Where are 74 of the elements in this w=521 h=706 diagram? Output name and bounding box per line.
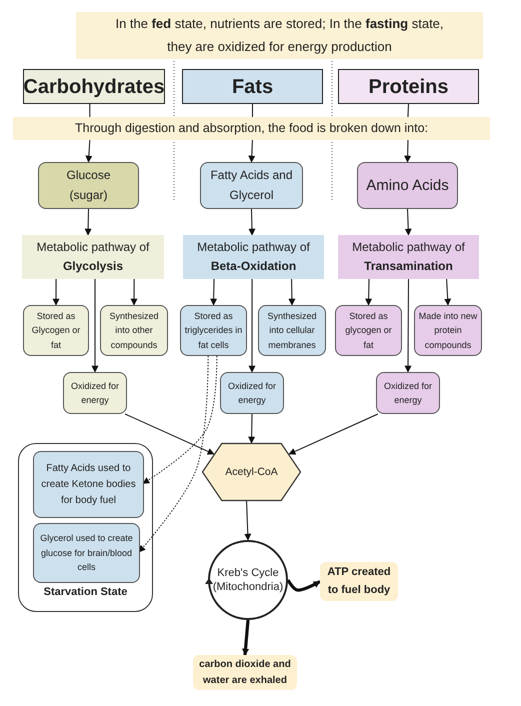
nutrient-box: [38, 162, 139, 209]
arrow: [130, 278, 138, 306]
banner-text: In the fed state, nutrients are stored; In the fasting state, they are oxidized for energy production: [114, 14, 445, 56]
result-box: [320, 562, 398, 601]
arrow: [244, 500, 252, 541]
category-box: [23, 69, 165, 104]
box-label: Stored as Glycogen or fat: [30, 310, 82, 352]
nutrient-box: [200, 162, 303, 209]
category-box: [182, 69, 323, 104]
arrow: [248, 278, 256, 373]
box-label: Fatty Acids used to create Ketone bodies for body fuel: [40, 462, 137, 508]
arrow: [365, 278, 372, 306]
oxidation-box: [220, 372, 284, 414]
category-title: Carbohydrates: [22, 76, 166, 98]
group-label: Starvation State: [42, 586, 128, 599]
outcome-box: [258, 305, 326, 356]
box-label: Metabolic pathway of Beta-Oxidation: [196, 238, 311, 275]
arrow: [288, 414, 378, 455]
arrow: [404, 140, 412, 163]
box-label: Oxidized for energy: [382, 380, 434, 407]
arrow: [85, 140, 92, 163]
box-label: Stored as triglycerides in fat cells: [184, 310, 244, 352]
outcome-box: [335, 305, 402, 356]
arrow: [404, 208, 412, 236]
dotted-arrow: [142, 356, 218, 484]
starvation-state-group: [18, 443, 153, 612]
glycerol-box: [33, 523, 140, 583]
acetyl-coa-hexagon: [202, 443, 301, 501]
box-label: Glycerol used to create glucose for brain/blood cells: [39, 532, 134, 574]
category-title: Fats: [230, 76, 274, 98]
oxidation-box: [63, 372, 127, 414]
pathway-box: [22, 235, 164, 279]
box-label: Oxidized for energy: [70, 380, 120, 407]
box-label: Acetyl-CoA: [224, 466, 279, 478]
box-label: Metabolic pathway of Glycolysis: [36, 238, 150, 275]
arrow: [242, 620, 250, 656]
krebs-cycle-circle: [208, 540, 288, 620]
arrow: [210, 278, 218, 306]
box-label: Oxidized for energy: [226, 380, 278, 407]
box-label: Made into new protein compounds: [418, 310, 478, 352]
outcome-box: [100, 305, 168, 356]
dotted-arrow: [138, 356, 209, 553]
arrow: [444, 278, 452, 306]
pathway-box: [338, 235, 479, 279]
box-label: Fatty Acids and Glycerol: [209, 167, 294, 204]
outcome-box: [23, 305, 89, 356]
arrow: [92, 278, 98, 373]
box-label: Synthesized into other compounds: [108, 310, 160, 352]
category-title: Proteins: [367, 76, 450, 98]
banner-text: Through digestion and absorption, the food is broken down into:: [74, 120, 429, 137]
nutrient-box: [357, 162, 458, 209]
box-label: carbon dioxide and water are exhaled: [198, 658, 292, 688]
box-label: Synthesized into cellular membranes: [266, 310, 318, 352]
box-label: Kreb's Cycle (Mitochondria): [212, 566, 284, 594]
pathway-box: [183, 235, 324, 279]
box-label: Stored as glycogen or fat: [344, 310, 393, 352]
box-label: ATP created to fuel body: [326, 564, 392, 598]
arrow: [288, 278, 296, 306]
statement-banner: [76, 12, 483, 59]
box-label: Metabolic pathway of Transamination: [351, 238, 466, 275]
arrow: [52, 278, 60, 306]
arrow: [248, 208, 256, 236]
arrow: [84, 208, 92, 236]
result-box: [193, 655, 297, 690]
arrow: [404, 278, 412, 373]
arrow: [248, 140, 256, 163]
arrow: [124, 414, 215, 455]
oxidation-box: [376, 372, 440, 414]
digestion-banner: [13, 117, 490, 140]
arrow: [248, 414, 256, 444]
category-box: [338, 69, 479, 104]
box-label: Amino Acids: [365, 176, 450, 196]
box-label: Glucose (sugar): [65, 167, 112, 204]
ketone-box: [33, 451, 144, 518]
